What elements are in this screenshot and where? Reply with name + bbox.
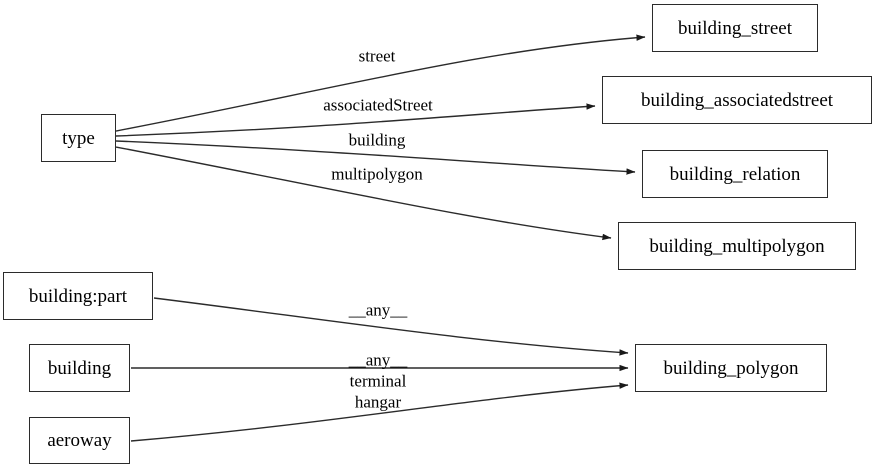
node-building-associatedstreet[interactable]: building_associatedstreet	[602, 76, 872, 124]
node-building-multipolygon[interactable]: building_multipolygon	[618, 222, 856, 270]
node-building-polygon[interactable]: building_polygon	[635, 344, 827, 392]
edge-label-any-building: __any__	[348, 350, 408, 370]
edge-label-multipolygon: multipolygon	[331, 164, 423, 184]
edge-label-associatedstreet: associatedStreet	[323, 95, 433, 115]
node-building[interactable]: building	[29, 344, 130, 392]
edge-label-building: building	[348, 130, 406, 150]
edge-label-any-part: __any__	[348, 300, 408, 320]
edge-label-street: street	[358, 46, 396, 66]
node-label: building:part	[28, 285, 128, 307]
node-aeroway[interactable]: aeroway	[29, 417, 130, 464]
node-building-relation[interactable]: building_relation	[642, 150, 828, 198]
edge-label-terminal: terminal	[349, 371, 407, 391]
node-label: building_polygon	[663, 357, 799, 379]
node-building-part[interactable]: building:part	[3, 272, 153, 320]
edge-aeroway-to-building_polygon	[130, 382, 629, 442]
edge-building_part-to-building_polygon	[153, 297, 629, 356]
node-label: building_relation	[669, 163, 801, 185]
node-type[interactable]: type	[41, 114, 116, 162]
node-label: building_multipolygon	[649, 235, 825, 257]
node-label: building_street	[678, 17, 792, 39]
node-building-street[interactable]: building_street	[652, 4, 818, 52]
edge-type-to-building_multipolygon	[115, 146, 612, 241]
node-label: building	[47, 357, 112, 379]
node-label: type	[62, 127, 95, 149]
edge-label-hangar: hangar	[354, 392, 402, 412]
edge-type-to-building_street	[115, 34, 646, 132]
node-label: aeroway	[47, 430, 112, 451]
edge-type-to-building_relation	[115, 140, 636, 175]
node-label: building_associatedstreet	[640, 89, 834, 111]
edge-type-to-building_associatedstreet	[115, 103, 596, 137]
